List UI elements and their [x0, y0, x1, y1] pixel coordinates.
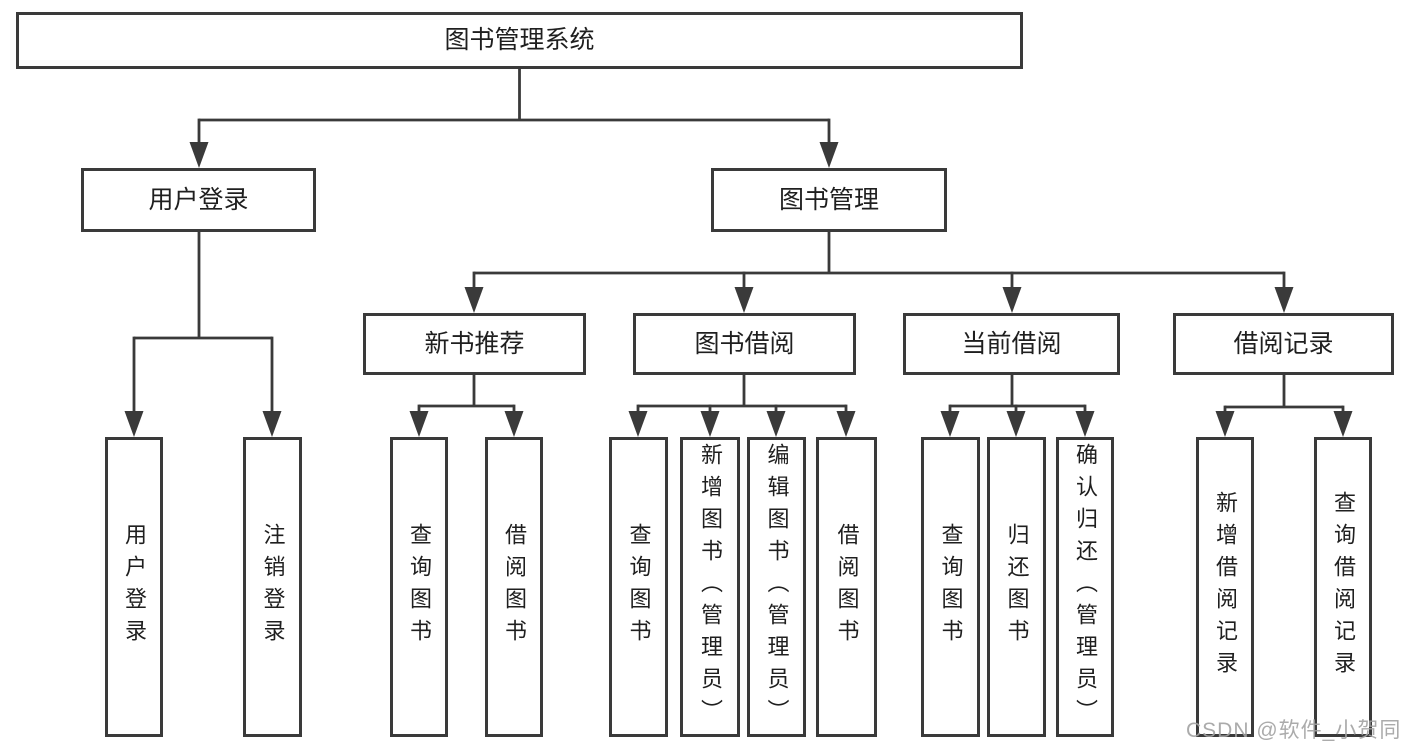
leaf-logout-label: 注销登录 [260, 523, 286, 651]
node-book-management-label: 图书管理 [778, 185, 879, 214]
leaf-logout: 注销登录 [243, 437, 302, 737]
leaf-add-borrow-record-label: 新增借阅记录 [1213, 491, 1238, 683]
node-book-borrowing: 图书借阅 [633, 313, 856, 375]
leaf-query-books-current-label: 查询图书 [938, 523, 964, 651]
node-new-book-recommendation-label: 新书推荐 [424, 329, 525, 358]
leaf-edit-books-admin: 编辑图书（管理员） [747, 437, 806, 737]
leaf-user-login-label: 用户登录 [122, 523, 147, 651]
leaf-query-books-recommend-label: 查询图书 [407, 523, 432, 651]
node-user-login: 用户登录 [81, 168, 316, 232]
leaf-query-books-recommend: 查询图书 [390, 437, 448, 737]
node-current-borrowing-label: 当前借阅 [961, 329, 1062, 358]
leaf-query-books-borrow: 查询图书 [609, 437, 668, 737]
leaf-query-borrow-record-label: 查询借阅记录 [1331, 491, 1356, 683]
leaf-borrow-books: 借阅图书 [816, 437, 877, 737]
leaf-add-books-admin-label: 新增图书（管理员） [698, 443, 723, 731]
leaf-add-books-admin: 新增图书（管理员） [680, 437, 740, 737]
leaf-confirm-return-admin-label: 确认归还（管理员） [1073, 443, 1098, 731]
leaf-borrow-books-label: 借阅图书 [834, 523, 860, 651]
leaf-user-login: 用户登录 [105, 437, 163, 737]
leaf-query-books-current: 查询图书 [921, 437, 980, 737]
node-new-book-recommendation: 新书推荐 [363, 313, 586, 375]
csdn-watermark: CSDN @软件_小贺同学 [1186, 719, 1402, 742]
leaf-query-books-borrow-label: 查询图书 [626, 523, 652, 651]
leaf-edit-books-admin-label: 编辑图书（管理员） [764, 443, 790, 731]
leaf-add-borrow-record: 新增借阅记录 [1196, 437, 1254, 737]
leaf-return-books-label: 归还图书 [1004, 523, 1030, 651]
leaf-confirm-return-admin: 确认归还（管理员） [1056, 437, 1114, 737]
node-current-borrowing: 当前借阅 [903, 313, 1120, 375]
node-root-label: 图书管理系统 [444, 26, 595, 54]
node-user-login-label: 用户登录 [148, 185, 249, 214]
leaf-query-borrow-record: 查询借阅记录 [1314, 437, 1372, 737]
leaf-borrow-books-recommend-label: 借阅图书 [502, 523, 527, 651]
node-borrowing-records: 借阅记录 [1173, 313, 1394, 375]
node-book-management: 图书管理 [711, 168, 947, 232]
leaf-borrow-books-recommend: 借阅图书 [485, 437, 543, 737]
node-book-borrowing-label: 图书借阅 [694, 329, 795, 358]
node-borrowing-records-label: 借阅记录 [1233, 329, 1334, 358]
node-root: 图书管理系统 [16, 12, 1023, 69]
leaf-return-books: 归还图书 [987, 437, 1046, 737]
